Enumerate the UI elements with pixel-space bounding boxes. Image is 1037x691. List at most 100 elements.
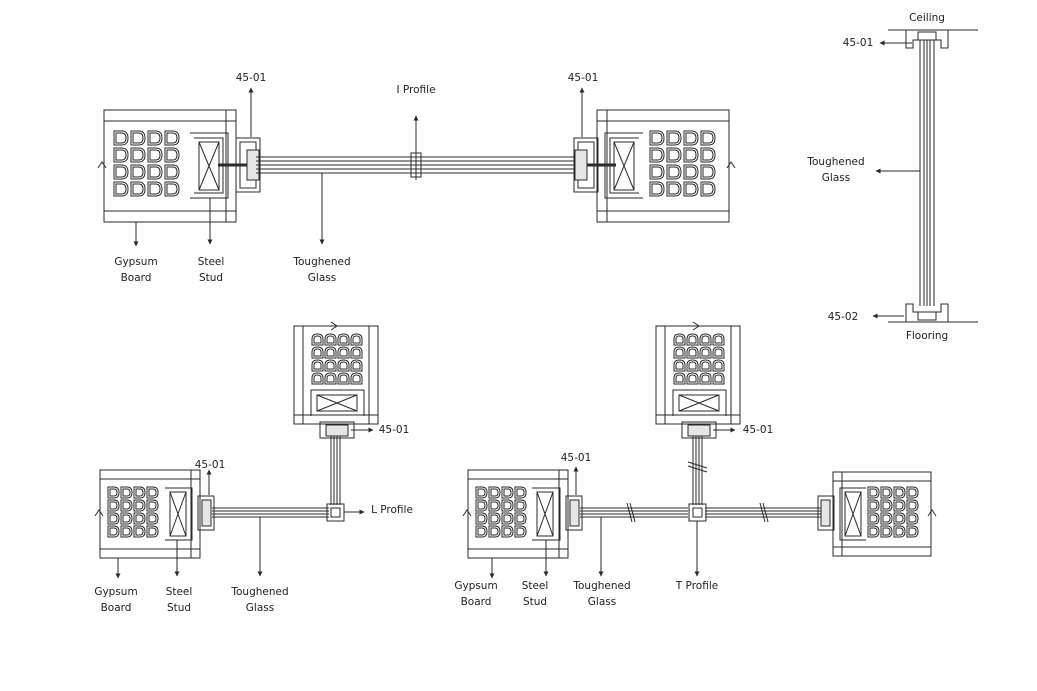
gypsum-cell-inner — [477, 501, 486, 510]
gypsum-cell — [649, 181, 665, 197]
gypsum-cell — [146, 512, 159, 525]
gypsum-cell — [880, 499, 893, 512]
gypsum-cell-inner — [651, 166, 663, 178]
gypsum-cell — [311, 346, 324, 359]
gypsum-cell — [133, 525, 146, 538]
gypsum-cell — [337, 346, 350, 359]
gypsum-cell-inner — [685, 149, 697, 161]
steel-stud — [532, 487, 561, 541]
gypsum-cell-inner — [477, 527, 486, 536]
gypsum-cell — [146, 499, 159, 512]
gypsum-cell — [133, 499, 146, 512]
profile-45-01-left — [565, 495, 583, 531]
gypsum-cell — [501, 486, 514, 499]
gypsum-cell-inner — [166, 166, 178, 178]
gypsum-cell-inner — [516, 514, 525, 523]
gypsum-cell — [699, 372, 712, 385]
horizontal-glass-right — [705, 502, 822, 523]
gypsum-cell — [686, 333, 699, 346]
gypsum-cell — [146, 486, 159, 499]
gypsum-cell-inner — [702, 149, 714, 161]
label-i-profile: I Profile — [396, 84, 436, 96]
gypsum-cell — [673, 359, 686, 372]
gypsum-cell — [666, 147, 682, 163]
gypsum-cell — [712, 359, 725, 372]
gypsum-cell — [147, 130, 163, 146]
gypsum-cell-inner — [135, 488, 144, 497]
gypsum-cell — [673, 333, 686, 346]
label-toughened-glass-elevation: Toughened Glass — [807, 156, 865, 184]
gypsum-cell-inner — [688, 335, 697, 344]
profile-45-01-left — [218, 137, 261, 193]
gypsum-cell — [113, 181, 129, 197]
gypsum-cell — [120, 512, 133, 525]
gypsum-cell-inner — [702, 132, 714, 144]
steel-stud — [165, 487, 193, 541]
gypsum-cell — [311, 333, 324, 346]
label-ceiling: Ceiling — [909, 12, 945, 24]
gypsum-cell-inner — [352, 348, 361, 357]
gypsum-cell — [700, 164, 716, 180]
gypsum-cell — [906, 486, 919, 499]
gypsum-cell-inner — [313, 374, 322, 383]
horizontal-glass — [212, 507, 329, 518]
gypsum-cell — [324, 333, 337, 346]
label-45-01-l-left: 45-01 — [194, 459, 226, 471]
gypsum-cell — [683, 147, 699, 163]
gypsum-cell-inner — [503, 527, 512, 536]
profile-45-01-left — [197, 495, 215, 531]
gypsum-cell — [350, 359, 363, 372]
l-profile-corner — [326, 503, 345, 522]
gypsum-cell-inner — [115, 166, 127, 178]
gypsum-cell — [712, 333, 725, 346]
gypsum-cell-inner — [869, 514, 878, 523]
gypsum-board-pattern — [649, 130, 716, 197]
gypsum-cell — [164, 181, 180, 197]
label-t-toughened-glass: Toughened Glass — [573, 580, 631, 608]
gypsum-cell — [130, 130, 146, 146]
gypsum-cell — [107, 512, 120, 525]
gypsum-board-pattern — [113, 130, 180, 197]
gypsum-cell-inner — [352, 335, 361, 344]
gypsum-cell-inner — [132, 132, 144, 144]
gypsum-cell-inner — [685, 166, 697, 178]
label-45-01-t-top: 45-01 — [742, 424, 774, 436]
gypsum-cell-inner — [339, 361, 348, 370]
gypsum-cell-inner — [132, 166, 144, 178]
gypsum-cell-inner — [339, 348, 348, 357]
gypsum-cell-inner — [149, 132, 161, 144]
gypsum-cell — [475, 486, 488, 499]
gypsum-cell — [673, 372, 686, 385]
label-l-toughened-glass: Toughened Glass — [231, 586, 289, 614]
gypsum-cell — [107, 499, 120, 512]
gypsum-cell — [649, 147, 665, 163]
vertical-glass — [330, 436, 341, 505]
gypsum-cell-inner — [352, 361, 361, 370]
gypsum-cell-inner — [701, 361, 710, 370]
left-wall-section — [97, 109, 237, 223]
gypsum-cell — [649, 130, 665, 146]
gypsum-cell-inner — [122, 501, 131, 510]
gypsum-cell — [324, 372, 337, 385]
steel-stud — [310, 389, 365, 416]
gypsum-cell — [683, 130, 699, 146]
gypsum-cell-inner — [490, 514, 499, 523]
gypsum-cell-inner — [675, 361, 684, 370]
gypsum-cell-inner — [122, 488, 131, 497]
gypsum-cell-inner — [688, 374, 697, 383]
gypsum-cell-inner — [148, 501, 157, 510]
label-45-02: 45-02 — [827, 311, 859, 323]
gypsum-board-pattern — [311, 333, 363, 385]
gypsum-cell-inner — [115, 183, 127, 195]
label-toughened-glass: Toughened Glass — [293, 256, 351, 284]
gypsum-cell-inner — [685, 132, 697, 144]
label-l-gypsum-board: Gypsum Board — [94, 586, 138, 614]
gypsum-cell-inner — [516, 501, 525, 510]
gypsum-cell — [666, 181, 682, 197]
gypsum-cell-inner — [109, 488, 118, 497]
gypsum-cell-inner — [109, 514, 118, 523]
gypsum-cell — [700, 130, 716, 146]
gypsum-cell — [649, 164, 665, 180]
i-profile-joint — [410, 150, 422, 180]
